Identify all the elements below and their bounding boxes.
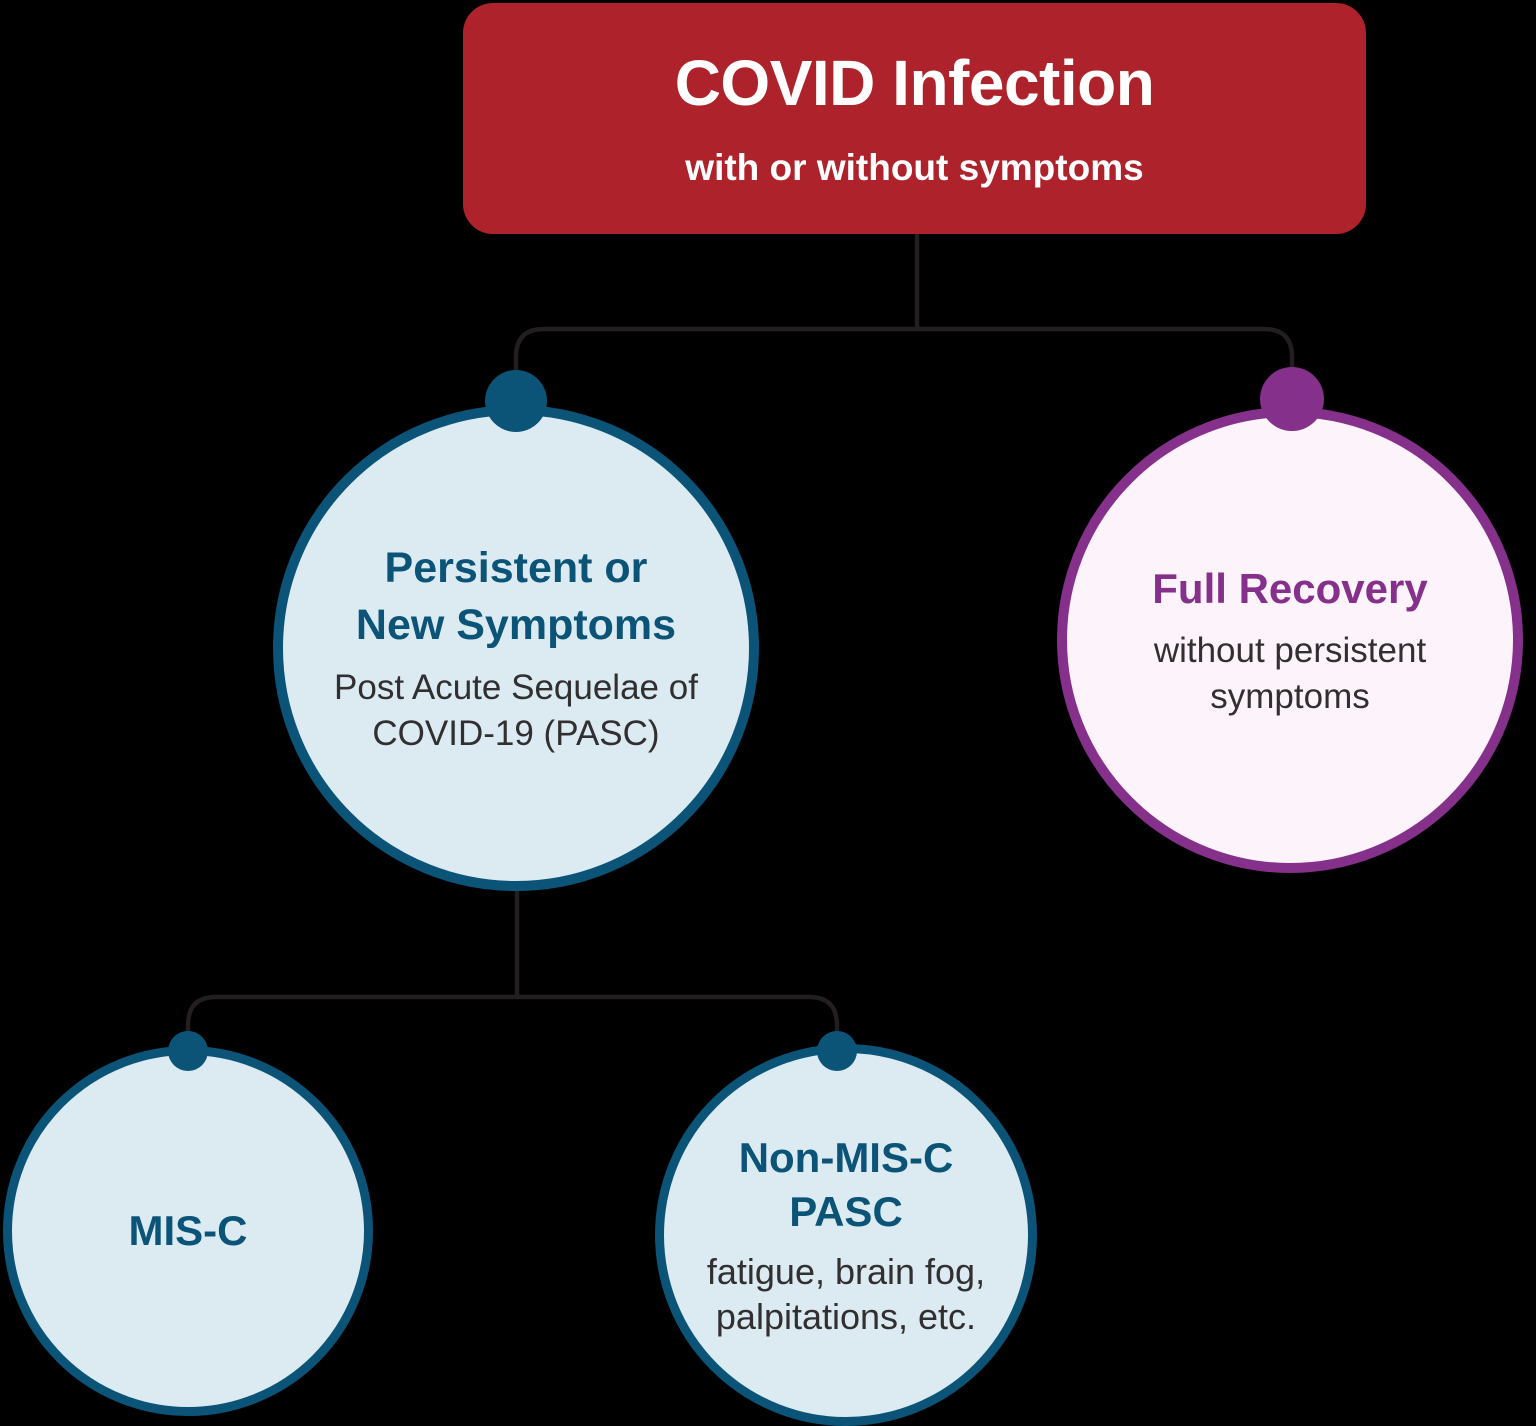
non-mis-c-pasc-body: fatigue, brain fog, palpitations, etc. <box>707 1249 985 1339</box>
non-mis-c-pasc-title-line2: PASC <box>789 1188 903 1235</box>
full-recovery-title: Full Recovery <box>1152 564 1428 612</box>
mis-c-title: MIS-C <box>128 1207 248 1255</box>
non-mis-c-pasc-title-line1: Non-MIS-C <box>738 1134 954 1182</box>
persistent-symptoms-body: Post Acute Sequelae of COVID-19 (PASC) <box>334 665 698 756</box>
persistent-symptoms-body-line1: Post Acute Sequelae of <box>334 668 698 708</box>
node-mis-c: MIS-C <box>3 1046 373 1416</box>
node-full-recovery: Full Recovery without persistent symptom… <box>1057 407 1523 873</box>
non-mis-c-pasc-body-line1: fatigue, brain fog, <box>706 1250 986 1292</box>
non-mis-c-pasc-body-line2: palpitations, etc. <box>715 1295 977 1337</box>
persistent-symptoms-title-line2: New Symptoms <box>355 600 677 649</box>
covid-infection-title: COVID Infection <box>674 47 1155 120</box>
connector-level2-branch <box>185 994 840 1051</box>
persistent-symptoms-title: Persistent or New Symptoms <box>356 540 676 654</box>
persistent-symptoms-title-line1: Persistent or <box>384 543 648 592</box>
covid-infection-subtitle: with or without symptoms <box>685 147 1144 189</box>
full-recovery-body: without persistent symptoms <box>1154 628 1426 719</box>
full-recovery-body-line1: without persistent <box>1153 631 1427 671</box>
full-recovery-body-line2: symptoms <box>1210 676 1370 716</box>
node-covid-infection: COVID Infection with or without symptoms <box>463 3 1366 234</box>
node-persistent-symptoms: Persistent or New Symptoms Post Acute Se… <box>273 405 759 891</box>
persistent-symptoms-body-line2: COVID-19 (PASC) <box>372 713 660 753</box>
non-mis-c-pasc-title: Non-MIS-C PASC <box>739 1131 954 1239</box>
connector-level1-branch <box>513 326 1295 402</box>
node-non-mis-c-pasc: Non-MIS-C PASC fatigue, brain fog, palpi… <box>655 1044 1037 1426</box>
